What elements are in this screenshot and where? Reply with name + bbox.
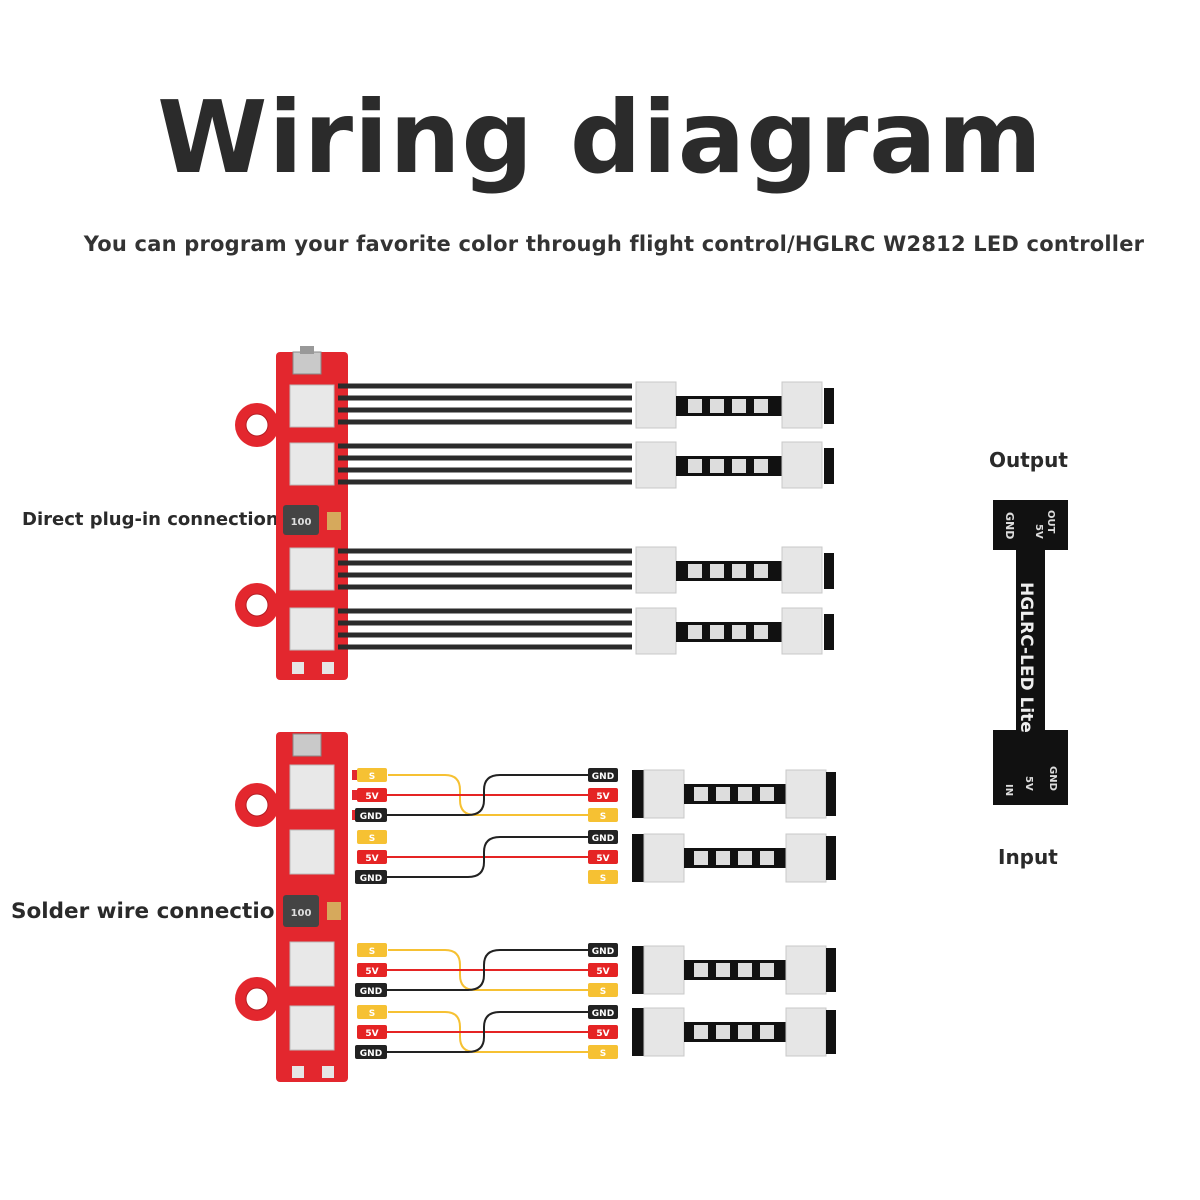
solder-wires-2 bbox=[386, 836, 590, 878]
led-strip-direct-4 bbox=[635, 607, 834, 655]
pad-gnd: GND bbox=[592, 1009, 614, 1019]
pad-gnd: GND bbox=[360, 1049, 382, 1059]
pad-s: S bbox=[600, 987, 606, 997]
silk-in: IN bbox=[1003, 784, 1014, 796]
silk-gnd-top: GND bbox=[1003, 512, 1016, 539]
pad-s: S bbox=[369, 1009, 375, 1019]
pad-gnd: GND bbox=[592, 772, 614, 782]
led-strip-direct-3 bbox=[635, 546, 834, 594]
page-title: Wiring diagram bbox=[157, 79, 1043, 196]
pad-s: S bbox=[600, 1049, 606, 1059]
led-strip-solder-3 bbox=[632, 945, 836, 995]
led-strip-solder-4 bbox=[632, 1007, 836, 1057]
inductor-label-top: 100 bbox=[291, 517, 312, 528]
pad-5v: 5V bbox=[365, 1029, 378, 1039]
pad-5v: 5V bbox=[365, 854, 378, 864]
led-strip-solder-2 bbox=[632, 833, 836, 883]
pad-s: S bbox=[369, 947, 375, 957]
direct-cables bbox=[338, 383, 632, 650]
pad-gnd: GND bbox=[360, 874, 382, 884]
silk-out: OUT bbox=[1045, 510, 1056, 534]
pad-gnd: GND bbox=[592, 947, 614, 957]
pad-5v: 5V bbox=[596, 792, 609, 802]
pad-s: S bbox=[600, 874, 606, 884]
pad-5v: 5V bbox=[365, 967, 378, 977]
pad-s: S bbox=[369, 772, 375, 782]
silk-5v-bottom: 5V bbox=[1023, 776, 1034, 791]
controller-pads: S 5V GND S 5V GND S 5V GND S 5V GND bbox=[355, 768, 387, 1059]
pad-gnd: GND bbox=[592, 834, 614, 844]
pad-gnd: GND bbox=[360, 987, 382, 997]
silk-board-name: HGLRC-LED Lite bbox=[1016, 582, 1036, 733]
pad-5v: 5V bbox=[365, 792, 378, 802]
pad-5v: 5V bbox=[596, 1029, 609, 1039]
led-strip-direct-1 bbox=[635, 381, 834, 429]
pad-5v: 5V bbox=[596, 967, 609, 977]
pad-gnd: GND bbox=[360, 812, 382, 822]
solder-wire-label: Solder wire connection bbox=[11, 899, 290, 924]
page-subtitle: You can program your favorite color thro… bbox=[83, 232, 1145, 256]
silk-gnd-bottom: GND bbox=[1047, 766, 1058, 791]
pad-s: S bbox=[600, 812, 606, 822]
solder-wires-3 bbox=[386, 949, 590, 991]
input-label: Input bbox=[998, 845, 1058, 869]
pad-s: S bbox=[369, 834, 375, 844]
solder-wires-1 bbox=[386, 774, 590, 816]
controller-board-bottom: 100 bbox=[235, 732, 358, 1082]
solder-wires-4 bbox=[386, 1011, 590, 1053]
controller-board-top: 100 bbox=[235, 346, 348, 680]
inductor-label-bottom: 100 bbox=[291, 908, 312, 919]
led-lite-board: GND 5V OUT HGLRC-LED Lite GND 5V IN bbox=[993, 500, 1068, 805]
led-strip-direct-2 bbox=[635, 441, 834, 489]
led-strip-solder-1 bbox=[632, 769, 836, 819]
silk-5v-top: 5V bbox=[1033, 524, 1044, 539]
direct-plugin-label: Direct plug-in connection bbox=[22, 509, 279, 530]
output-label: Output bbox=[989, 448, 1068, 472]
pad-5v: 5V bbox=[596, 854, 609, 864]
led-pads: GND 5V S GND 5V S GND 5V S GND 5V S bbox=[588, 768, 618, 1059]
